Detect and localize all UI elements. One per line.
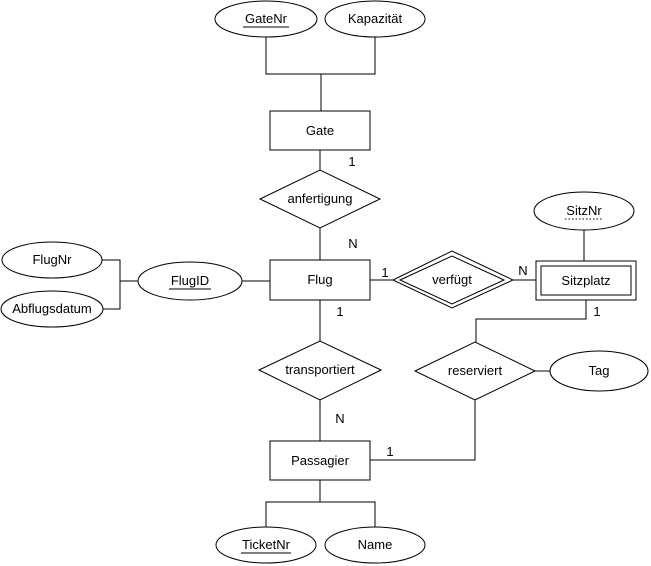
attribute-name-label: Name [358, 537, 393, 552]
attribute-flugid[interactable]: FlugID [137, 261, 243, 301]
relationship-verfuegt-label: verfügt [432, 272, 472, 287]
attribute-abflugsdatum[interactable]: Abflugsdatum [0, 290, 104, 328]
attribute-kapazitaet-label: Kapazität [348, 11, 403, 26]
entity-flug-label: Flug [307, 272, 332, 287]
relationship-verfuegt-inner-border [398, 255, 506, 305]
attribute-sitznr-label: SitzNr [566, 203, 602, 218]
cardinality-passagier-reserviert: 1 [386, 444, 393, 459]
cardinality-anfertigung-flug: N [348, 236, 357, 251]
connector-passagier-attributes [265, 480, 376, 527]
entity-sitzplatz-label: Sitzplatz [561, 273, 610, 288]
attribute-kapazitaet[interactable]: Kapazität [324, 0, 426, 38]
attribute-name[interactable]: Name [324, 526, 426, 564]
relationship-verfuegt[interactable]: verfügt [391, 250, 515, 309]
cardinality-sitzplatz-reserviert: 1 [593, 304, 600, 319]
attribute-tag-label: Tag [589, 363, 610, 378]
cardinality-verfuegt-sitzplatz: N [518, 263, 527, 278]
entity-sitzplatz-inner-border [540, 265, 632, 296]
connector-flug-attributes-bracket [102, 259, 138, 310]
relationship-anfertigung[interactable]: anfertigung [258, 169, 382, 229]
entity-flug[interactable]: Flug [269, 259, 371, 301]
attribute-gatenr[interactable]: GateNr [214, 0, 318, 38]
entity-passagier-label: Passagier [291, 453, 349, 468]
attribute-gatenr-label: GateNr [245, 11, 288, 26]
attribute-flugnr[interactable]: FlugNr [1, 241, 103, 279]
cardinality-gate-anfertigung: 1 [348, 154, 355, 169]
cardinality-flug-verfuegt: 1 [381, 265, 388, 280]
cardinality-transportiert-passagier: N [335, 411, 344, 426]
relationship-transportiert[interactable]: transportiert [257, 340, 383, 401]
entity-passagier[interactable]: Passagier [269, 440, 371, 481]
attribute-tag[interactable]: Tag [549, 350, 649, 392]
connector-sitzplatz-reserviert [475, 300, 587, 342]
connector-passagier-reserviert [370, 400, 476, 461]
attribute-abflugsdatum-label: Abflugsdatum [12, 301, 92, 316]
connector-gate-attributes [265, 37, 376, 111]
attribute-ticketnr-label: TicketNr [242, 537, 291, 552]
entity-gate-label: Gate [306, 123, 334, 138]
relationship-transportiert-label: transportiert [285, 362, 355, 377]
attribute-flugnr-label: FlugNr [32, 252, 72, 267]
entity-gate[interactable]: Gate [269, 110, 371, 151]
entity-sitzplatz[interactable]: Sitzplatz [535, 260, 637, 301]
relationship-reserviert[interactable]: reserviert [413, 341, 537, 401]
cardinality-flug-transportiert: 1 [336, 304, 343, 319]
relationship-anfertigung-label: anfertigung [287, 191, 352, 206]
attribute-sitznr[interactable]: SitzNr [533, 191, 635, 231]
relationship-reserviert-label: reserviert [448, 363, 503, 378]
attribute-ticketnr[interactable]: TicketNr [215, 526, 317, 564]
attribute-flugid-label: FlugID [171, 273, 209, 288]
